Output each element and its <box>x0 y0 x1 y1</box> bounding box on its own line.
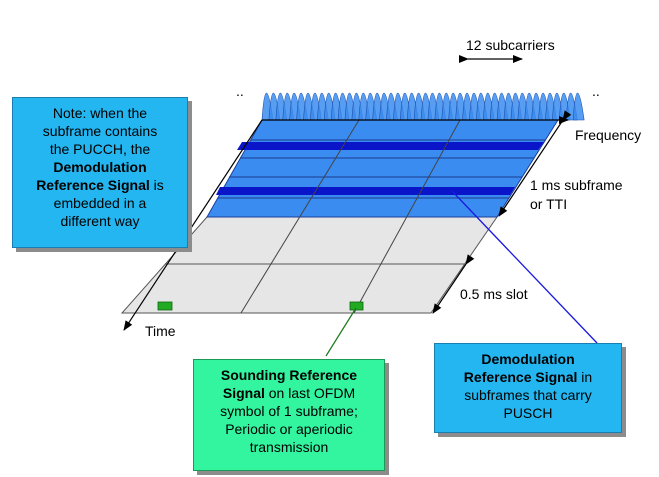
dmrs-line: subframes that carry <box>464 387 592 403</box>
srs-marker-2 <box>349 301 364 311</box>
sounding-reference-signal-callout: Sounding Reference Signal on last OFDM s… <box>193 359 385 471</box>
srs-line-tail: on last OFDM <box>264 385 356 401</box>
note-bold-line: Demodulation <box>53 159 147 175</box>
dmrs-line-tail: in <box>577 369 593 385</box>
srs-marker-1 <box>157 301 173 311</box>
dmrs-pointer-line <box>451 190 598 344</box>
dmrs-band-slot1 <box>237 142 544 150</box>
subcarriers-label: 12 subcarriers <box>466 37 555 53</box>
note-bold-term: Reference Signal <box>36 177 150 193</box>
blue-row-lines <box>218 139 545 199</box>
srs-line: Periodic or aperiodic <box>225 421 353 437</box>
dmrs-line: PUSCH <box>503 405 553 421</box>
subframe-dimension-arrow <box>498 110 572 217</box>
dmrs-bold-line: Demodulation <box>481 351 575 367</box>
slot-label: 0.5 ms slot <box>460 286 528 302</box>
note-line: the PUCCH, the <box>49 141 151 157</box>
time-label: Time <box>145 323 176 339</box>
note-line: different way <box>60 213 140 229</box>
subframe-label-line2: or TTI <box>530 196 567 212</box>
frequency-division-lines <box>240 119 461 314</box>
srs-line: symbol of 1 subframe; <box>220 403 358 419</box>
note-line-tail: is <box>149 177 164 193</box>
ellipsis-right: .. <box>592 83 600 99</box>
frequency-label: Frequency <box>575 127 641 143</box>
note-line: subframe contains <box>42 123 158 139</box>
demodulation-reference-signal-callout: Demodulation Reference Signal in subfram… <box>434 343 622 433</box>
subcarrier-lobe <box>572 93 585 121</box>
subcarrier-spectrum-comb <box>261 93 585 121</box>
note-line: embedded in a <box>53 195 147 211</box>
subframe-blue-area <box>206 119 559 218</box>
subframe-label-line1: 1 ms subframe <box>530 177 623 193</box>
srs-bold-line: Sounding Reference <box>220 367 358 383</box>
slot-dimension-arrow <box>432 254 475 314</box>
srs-pointer-line <box>325 307 357 357</box>
note-line: Note: when the <box>52 105 148 121</box>
dmrs-band-slot2 <box>216 187 515 195</box>
ellipsis-left: .. <box>236 83 244 99</box>
time-axis-arrow <box>123 119 263 331</box>
dmrs-bold-term: Reference Signal <box>463 369 578 385</box>
srs-line: transmission <box>249 439 329 455</box>
srs-bold-term: Signal <box>222 385 265 401</box>
pucch-note-callout: Note: when the subframe contains the PUC… <box>12 97 188 248</box>
